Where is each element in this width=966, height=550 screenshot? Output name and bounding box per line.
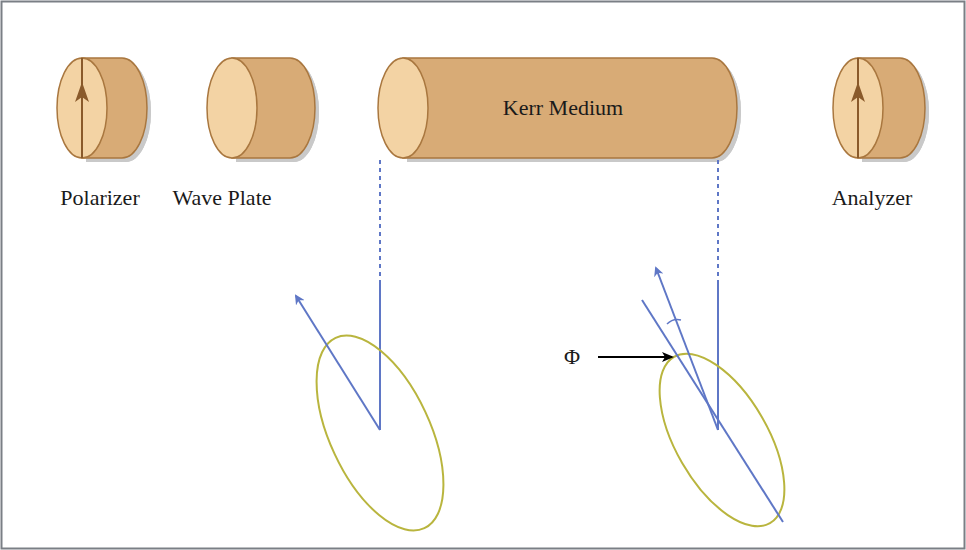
kerr-medium-cylinder <box>378 58 741 162</box>
component-label: Wave Plate <box>172 185 271 211</box>
component-label: Analyzer <box>832 185 913 211</box>
kerr-medium-box: Kerr Medium <box>428 58 698 158</box>
polarizer-cylinder <box>57 58 151 162</box>
output-polarization <box>598 160 810 546</box>
component-name: Kerr Medium <box>503 95 623 121</box>
input-polarization <box>290 160 469 549</box>
angle-label: Φ <box>564 344 580 370</box>
analyzer-cylinder <box>833 58 929 162</box>
component-label: Polarizer <box>60 185 139 211</box>
wave-plate-cylinder <box>207 58 319 162</box>
